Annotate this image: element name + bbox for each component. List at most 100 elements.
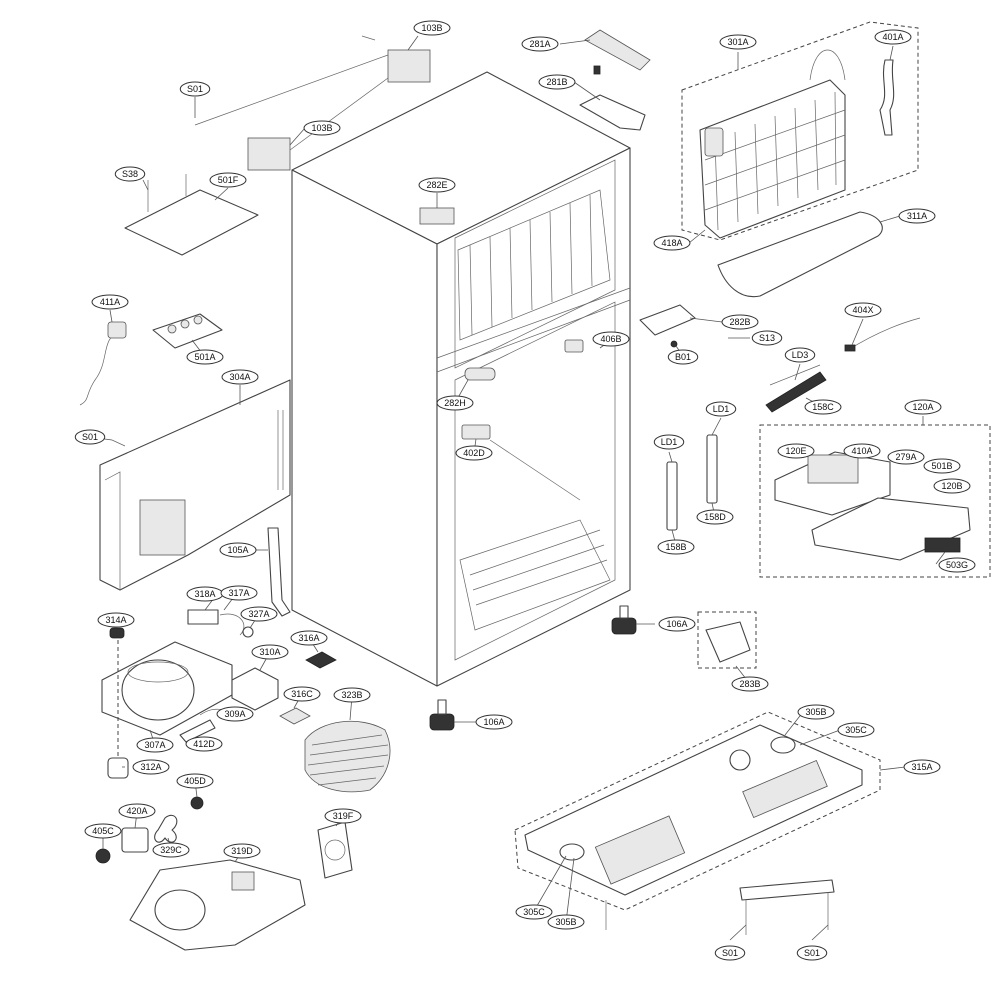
- heater-401a: [879, 59, 895, 136]
- grommet-314a: [109, 627, 125, 639]
- top-cover-103b-a: [387, 49, 431, 83]
- callout-oval: [837, 722, 875, 738]
- callout-315a: 315A: [903, 759, 941, 775]
- callout-label: 316C: [291, 689, 313, 699]
- callout-oval: [209, 172, 247, 188]
- callout-316c: 316C: [283, 686, 321, 702]
- callout-oval: [118, 803, 156, 819]
- callout-316a: 316A: [290, 630, 328, 646]
- wire-404x: [847, 317, 921, 351]
- callout-319d: 319D: [223, 843, 261, 859]
- callout-label: 305B: [805, 707, 826, 717]
- callout-oval: [653, 434, 685, 450]
- relay-cover-310a: [231, 667, 279, 711]
- callout-oval: [186, 349, 224, 365]
- callout-label: 279A: [895, 452, 916, 462]
- callout-label: S01: [722, 948, 738, 958]
- callout-oval: [784, 347, 816, 363]
- fan-blade-329c: [154, 814, 178, 843]
- relay-318a: [187, 609, 219, 625]
- callout-label: 103B: [311, 123, 332, 133]
- callout-label: LD1: [713, 404, 730, 414]
- condenser-323b: [304, 720, 391, 793]
- callout-420a: 420A: [118, 803, 156, 819]
- bracket-box-283b: [697, 611, 757, 669]
- callout-label: 405D: [184, 776, 206, 786]
- handle-282h: [464, 367, 496, 381]
- callout-105a: 105A: [219, 542, 257, 558]
- callout-label: 305C: [523, 907, 545, 917]
- callout-158d: 158D: [696, 509, 734, 525]
- callout-label: 105A: [227, 545, 248, 555]
- callout-label: 405C: [92, 826, 114, 836]
- callout-label: 503G: [946, 560, 968, 570]
- callout-305b-a: 305B: [797, 704, 835, 720]
- callout-label: 301A: [727, 37, 748, 47]
- callout-oval: [436, 395, 474, 411]
- callout-404x: 404X: [844, 302, 882, 318]
- callout-oval: [938, 557, 976, 573]
- callout-oval: [538, 74, 576, 90]
- plate-501a: [152, 313, 223, 349]
- callout-label: 323B: [341, 690, 362, 700]
- callout-oval: [515, 904, 553, 920]
- screw-s01-b: [111, 439, 126, 447]
- callout-label: 282B: [729, 317, 750, 327]
- callout-501f: 501F: [209, 172, 247, 188]
- callout-label: 501A: [194, 352, 215, 362]
- callout-329c: 329C: [152, 842, 190, 858]
- callout-501b: 501B: [923, 458, 961, 474]
- callout-label: 282H: [444, 398, 466, 408]
- callout-label: 158B: [665, 542, 686, 552]
- pad-316c: [279, 707, 311, 725]
- callout-oval: [185, 736, 223, 752]
- callout-311a: 311A: [898, 208, 936, 224]
- callout-305c-a: 305C: [837, 722, 875, 738]
- panel-501f: [124, 189, 259, 256]
- callout-412d: 412D: [185, 736, 223, 752]
- callout-401a: 401A: [874, 29, 912, 45]
- callout-oval: [97, 612, 135, 628]
- top-hinge-cover: [584, 29, 651, 71]
- callout-oval: [418, 177, 456, 193]
- callout-158b: 158B: [657, 539, 695, 555]
- callout-oval: [283, 686, 321, 702]
- callout-label: S13: [759, 333, 775, 343]
- callout-s01-c: S01: [714, 945, 746, 961]
- callout-oval: [176, 773, 214, 789]
- callout-oval: [887, 449, 925, 465]
- callout-282e: 282E: [418, 177, 456, 193]
- fridge-crisper-area: [459, 439, 611, 631]
- callout-label: 410A: [851, 446, 872, 456]
- callout-label: 281A: [529, 39, 550, 49]
- hinge-screw: [593, 65, 601, 75]
- callout-label: 307A: [144, 740, 165, 750]
- callout-oval: [179, 81, 211, 97]
- evaporator-assembly: [681, 21, 919, 241]
- callout-label: 106A: [666, 619, 687, 629]
- callout-327a: 327A: [240, 606, 278, 622]
- callout-402d: 402D: [455, 445, 493, 461]
- callout-oval: [898, 208, 936, 224]
- callout-oval: [132, 759, 170, 775]
- callout-label: LD3: [792, 350, 809, 360]
- callout-label: 281B: [546, 77, 567, 87]
- callout-oval: [136, 737, 174, 753]
- callout-label: 315A: [911, 762, 932, 772]
- callout-label: 329C: [160, 845, 182, 855]
- callout-oval: [91, 294, 129, 310]
- callout-103b-a: 103B: [413, 20, 451, 36]
- plug: [107, 321, 127, 339]
- callout-oval: [84, 823, 122, 839]
- callout-oval: [324, 808, 362, 824]
- callout-label: 420A: [126, 806, 147, 816]
- callout-oval: [221, 369, 259, 385]
- callout-label: 283B: [739, 679, 760, 689]
- callout-405d: 405D: [176, 773, 214, 789]
- cabinet-body: [291, 71, 631, 687]
- lamp-ld3: [765, 371, 827, 413]
- callout-oval: [797, 704, 835, 720]
- callout-oval: [592, 331, 630, 347]
- callout-oval: [521, 36, 559, 52]
